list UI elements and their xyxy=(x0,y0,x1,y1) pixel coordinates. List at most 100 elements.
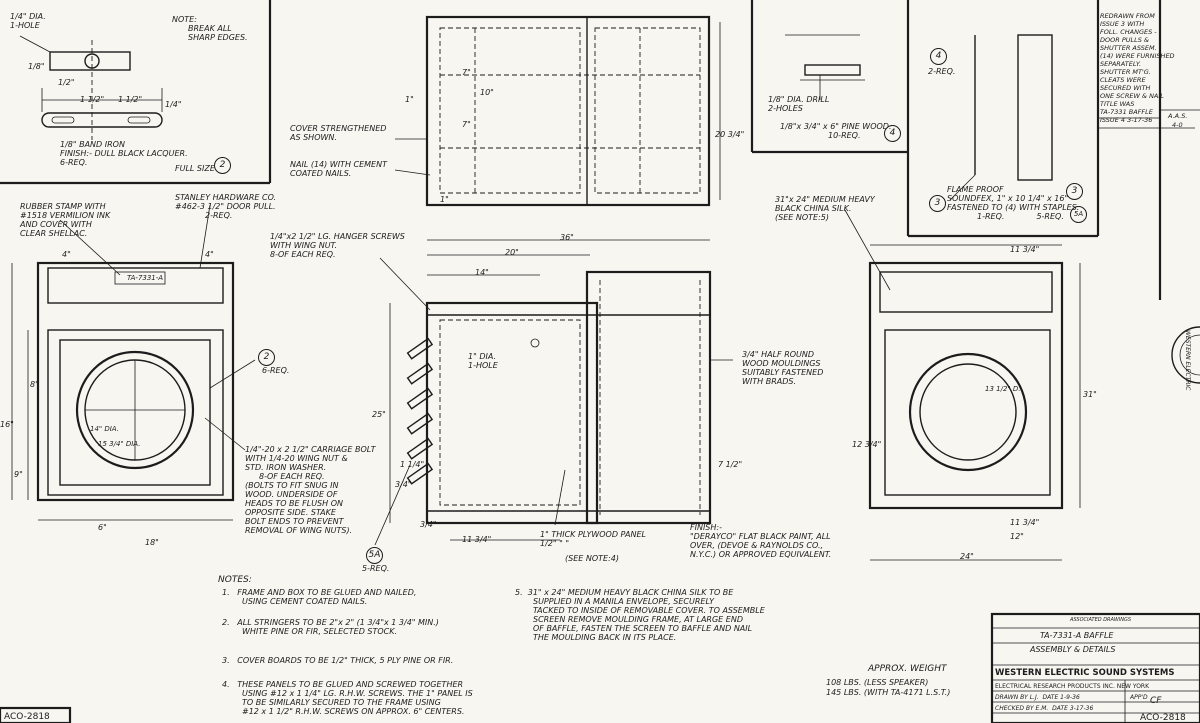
front-dim-6: 6" xyxy=(98,523,107,532)
side-dim-25: 25" xyxy=(372,410,386,419)
ref-circle-4: 4 xyxy=(884,125,901,142)
front-dim-18: 18" xyxy=(145,538,159,547)
band-iron-dim-1: 1/8" xyxy=(28,62,45,71)
front-dim-4a: 4" xyxy=(62,250,71,259)
weight-line-2: 145 LBS. (WITH TA-4171 L.S.T.) xyxy=(826,688,951,697)
pine-wood-note: 1/8"x 3/4" x 6" PINE WOOD.10-REQ. xyxy=(780,122,892,140)
revision-initials: A.A.S. xyxy=(1168,112,1188,120)
rear-view xyxy=(868,244,1081,561)
drawing-number: ACO-2818 xyxy=(1140,713,1186,723)
side-view xyxy=(389,239,712,541)
leader-lines xyxy=(59,138,891,546)
side-dim-1q: 1 1/4" xyxy=(400,460,425,469)
weight-heading: APPROX. WEIGHT xyxy=(868,664,947,674)
approved-label: APP'D xyxy=(1130,694,1148,701)
hanger-screws xyxy=(406,337,434,485)
top-dim-1: 1" xyxy=(405,95,414,104)
detail-soundfex xyxy=(949,34,1053,201)
band-iron-dim-4: 1 1/2" xyxy=(118,95,143,104)
band-iron-hole-label: 1/4" DIA.1-HOLE xyxy=(10,12,46,30)
front-dim-16: 16" xyxy=(0,420,14,429)
band-iron-dim-5: 1/4" xyxy=(165,100,182,109)
side-dim-14: 14" xyxy=(475,268,489,277)
rear-dim-12b: 12 3/4" xyxy=(852,440,882,449)
front-dim-8: 8" xyxy=(30,380,39,389)
checked-by: CHECKED BY E.M. DATE 3-17-36 xyxy=(995,705,1094,712)
top-view xyxy=(425,15,721,207)
company-name: WESTERN ELECTRIC SOUND SYSTEMS xyxy=(995,668,1175,678)
top-dim-7b: 7" xyxy=(462,120,471,129)
seal-text: WESTERN ELECTRIC xyxy=(1184,330,1191,391)
ref-circle-3b: 3 xyxy=(1066,183,1083,200)
band-iron-detail xyxy=(19,35,163,140)
approved-initials: CF xyxy=(1150,696,1162,706)
ref-2-req: 2-REQ. xyxy=(928,67,956,76)
notes-heading: NOTES: xyxy=(218,575,252,585)
front-dim-9: 9" xyxy=(14,470,23,479)
full-size-label: FULL SIZE xyxy=(175,164,215,173)
dia-hole-note: 1" DIA.1-HOLE xyxy=(468,352,498,370)
note-4: 4. THESE PANELS TO BE GLUED AND SCREWED … xyxy=(222,680,473,716)
weight-line-1: 108 LBS. (LESS SPEAKER) xyxy=(826,678,929,687)
side-dim-7: 7 1/2" xyxy=(718,460,743,469)
corner-drawing-number: ACO-2818 xyxy=(4,712,50,722)
note-2: 2. ALL STRINGERS TO BE 2"x 2" (1 3/4"x 1… xyxy=(222,618,439,636)
note-5: 5. 31" x 24" MEDIUM HEAVY BLACK CHINA SI… xyxy=(515,588,765,642)
rear-dim-13d: 13 1/2" D. xyxy=(985,385,1021,393)
top-dim-20: 20 3/4" xyxy=(715,130,745,139)
front-view xyxy=(11,261,235,521)
note-3: 3. COVER BOARDS TO BE 1/2" THICK, 5 PLY … xyxy=(222,656,454,665)
stanley-hardware-note: STANLEY HARDWARE CO.#462-3 1/2" DOOR PUL… xyxy=(175,193,277,220)
note-1: 1. FRAME AND BOX TO BE GLUED AND NAILED,… xyxy=(222,588,417,606)
drawn-by: DRAWN BY L.J. DATE 1-9-36 xyxy=(995,694,1080,701)
side-dim-20: 20" xyxy=(505,248,519,257)
corner-box xyxy=(0,706,72,723)
top-dim-10: 10" xyxy=(480,88,494,97)
ref-circle-5a-b: 5A xyxy=(1070,206,1087,223)
band-iron-dim-2: 1/2" xyxy=(58,78,75,87)
rear-dim-31: 31" xyxy=(1083,390,1097,399)
side-dim-11: 11 3/4" xyxy=(462,535,492,544)
side-dim-3qb: 3/4" xyxy=(395,480,412,489)
ref-6-req: 6-REQ. xyxy=(262,366,290,375)
ref-circle-2: 2 xyxy=(214,157,231,174)
ref-5-req: 5-REQ. xyxy=(362,564,390,573)
detail-pine-wood xyxy=(785,34,865,100)
top-dim-7a: 7" xyxy=(462,68,471,77)
side-dim-36: 36" xyxy=(560,233,574,242)
revision-issue: 4-0 xyxy=(1172,121,1183,129)
assembly-title: ASSEMBLY & DETAILS xyxy=(1030,645,1116,654)
rear-dim-11b: 11 3/4" xyxy=(1010,518,1040,527)
associated-drawings: ASSOCIATED DRAWINGS xyxy=(1070,617,1132,623)
ref-circle-2b: 2 xyxy=(258,349,275,366)
ref-circle-4b: 4 xyxy=(930,48,947,65)
front-dim-4b: 4" xyxy=(205,250,214,259)
ref-circle-3: 3 xyxy=(929,195,946,212)
revision-grid xyxy=(1098,109,1200,129)
stamp-text: TA-7331-A xyxy=(127,274,164,282)
front-dim-15dia: 15 3/4" DIA. xyxy=(98,440,141,448)
front-dim-14dia: 14" DIA. xyxy=(90,425,119,433)
seal xyxy=(1171,326,1200,384)
rear-dim-24: 24" xyxy=(960,552,974,561)
band-iron-dim-3: 1 1/2" xyxy=(80,95,105,104)
rear-dim-12: 12" xyxy=(1010,532,1024,541)
eri-name: ELECTRICAL RESEARCH PRODUCTS INC. NEW YO… xyxy=(995,683,1150,690)
title-block-frame xyxy=(990,612,1200,723)
rear-dim-11a: 11 3/4" xyxy=(1010,245,1040,254)
